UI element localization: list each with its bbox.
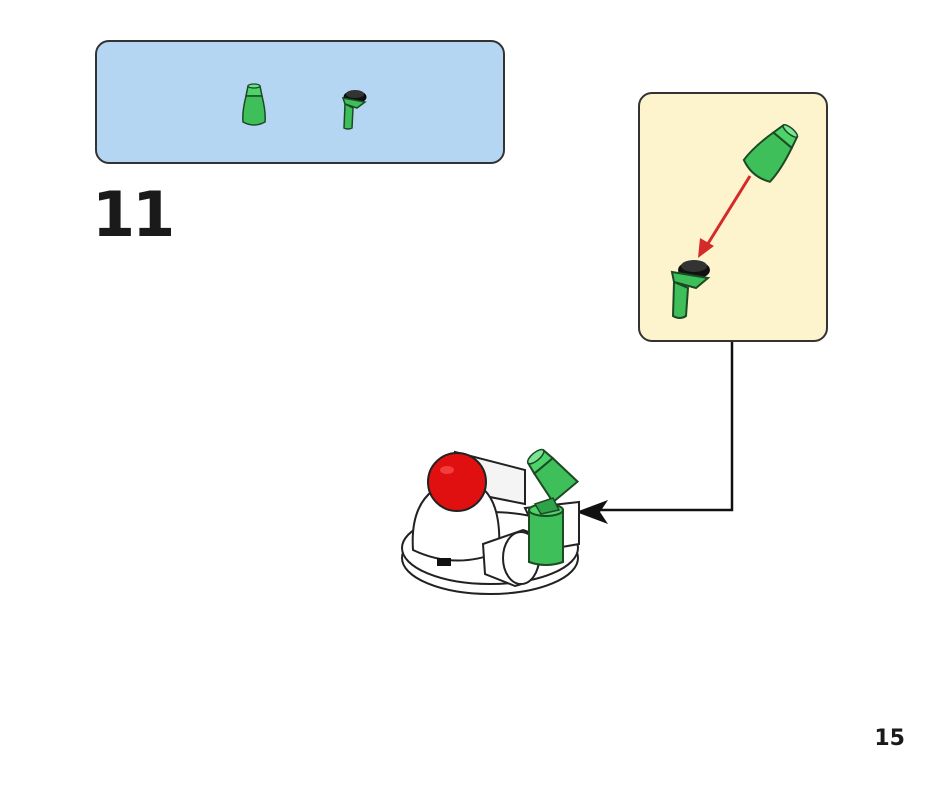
parts-list-panel: [95, 40, 505, 164]
green-cone-piece-icon: [242, 83, 266, 126]
green-cone-piece-icon: [742, 123, 799, 183]
red-insert-arrow-icon: [698, 175, 752, 258]
green-angled-bar-piece-icon: [341, 90, 367, 130]
model-assembly-illustration: [401, 448, 580, 595]
sub-assembly-callout: [638, 92, 828, 342]
green-angled-bar-piece-icon: [670, 260, 711, 319]
placement-arrow-icon: [576, 500, 608, 524]
page-number: 15: [874, 726, 905, 751]
step-number: 11: [92, 178, 175, 251]
red-ball-piece: [427, 452, 487, 512]
